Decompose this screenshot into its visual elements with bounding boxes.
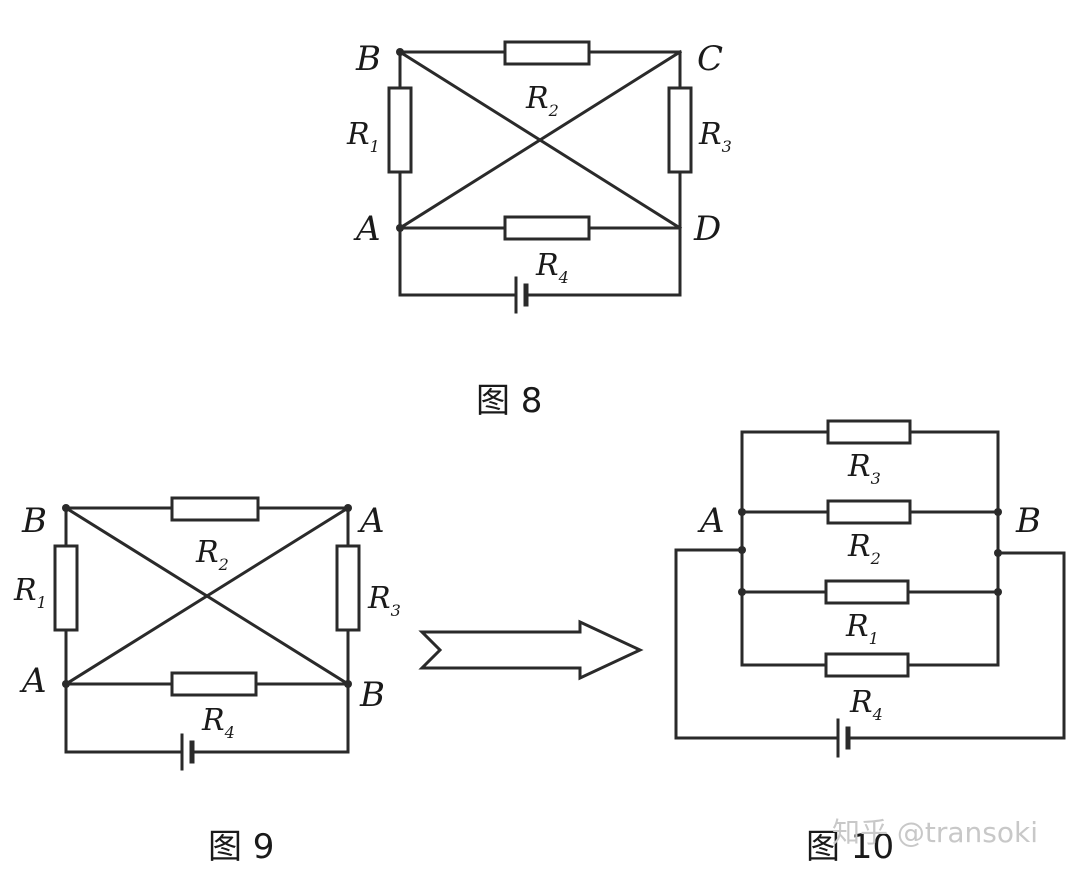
fig10-label-b: B	[1015, 501, 1041, 541]
fig10-label-r1: R1	[845, 609, 879, 648]
fig9-label-bottom-right: B	[359, 675, 385, 715]
fig8-label-r1: R1	[346, 117, 380, 156]
fig8-node-a-dot	[396, 224, 404, 232]
fig9-node-bl-dot	[62, 680, 70, 688]
fig10-label-r2: R2	[847, 529, 881, 568]
fig9-label-top-right: A	[357, 501, 385, 541]
fig10-dot-r2	[994, 588, 1002, 596]
fig10-label-r3: R3	[847, 449, 881, 488]
fig8-caption: 图 8	[476, 381, 542, 421]
fig9-node-br-dot	[344, 680, 352, 688]
watermark: 知乎 @transoki	[832, 816, 1038, 849]
figure-9: B A A B R2 R1 R3 R4 图 9	[13, 496, 401, 867]
fig9-label-r2: R2	[195, 535, 229, 574]
fig8-label-r4: R4	[535, 248, 569, 287]
fig9-node-tl-dot	[62, 504, 70, 512]
fig9-label-r1: R1	[13, 573, 47, 612]
fig10-resistor-r1	[824, 579, 910, 605]
fig9-node-tr-dot	[344, 504, 352, 512]
fig9-resistor-bottom	[170, 671, 258, 697]
fig8-label-r2: R2	[525, 81, 559, 120]
fig9-diagonal-2	[63, 505, 351, 687]
fig9-label-bottom-left: A	[19, 661, 47, 701]
fig8-label-c: C	[697, 39, 723, 79]
fig10-caption: 图 10	[806, 827, 894, 867]
fig8-node-b-dot	[396, 48, 404, 56]
fig8-label-d: D	[693, 209, 721, 249]
fig9-resistor-top	[170, 496, 260, 522]
fig10-label-r4: R4	[849, 685, 883, 724]
fig9-label-r4: R4	[201, 703, 235, 742]
fig8-resistor-r1	[387, 86, 413, 174]
fig10-resistor-r2	[826, 499, 912, 525]
transform-arrow-icon	[418, 619, 644, 681]
fig8-label-b: B	[355, 39, 381, 79]
fig10-dot-l2	[738, 588, 746, 596]
fig8-resistor-r3	[667, 86, 693, 174]
fig10-dot-r1	[994, 508, 1002, 516]
figure-8: B C A D R2 R1 R3 R4 图 8	[346, 39, 732, 421]
fig9-label-r3: R3	[367, 581, 401, 620]
fig10-resistor-r3	[826, 419, 912, 445]
fig8-diagonal-ca	[397, 49, 683, 231]
fig10-dot-b	[994, 549, 1002, 557]
fig8-resistor-top	[503, 40, 591, 66]
fig8-resistor-bottom	[503, 215, 591, 241]
fig9-label-top-left: B	[21, 501, 47, 541]
fig10-label-a: A	[697, 501, 725, 541]
fig8-label-a: A	[353, 209, 381, 249]
fig9-resistor-r1	[53, 544, 79, 632]
fig10-resistor-r4	[824, 652, 910, 678]
fig9-caption: 图 9	[208, 827, 274, 867]
figure-10: A B R3 R2 R1 R4 图 10	[674, 419, 1066, 867]
fig9-resistor-r3	[335, 544, 361, 632]
fig10-dot-l1	[738, 508, 746, 516]
fig8-label-r3: R3	[698, 117, 732, 156]
fig10-dot-a	[738, 546, 746, 554]
